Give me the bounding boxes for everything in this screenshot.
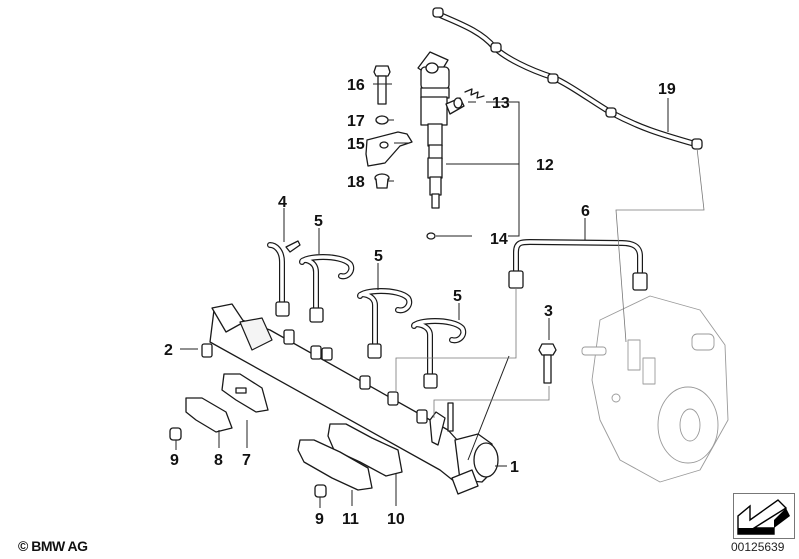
callout-12: 12 [536, 157, 554, 174]
callout-10: 10 [387, 511, 405, 528]
leader-lines [175, 83, 705, 508]
callout-9a: 9 [170, 452, 179, 469]
navigate-back-button[interactable] [733, 493, 795, 539]
callout-19: 19 [658, 81, 676, 98]
fuel-line[interactable] [357, 288, 413, 359]
reference-number: 00125639 [731, 540, 785, 554]
callout-5a: 5 [314, 213, 323, 230]
injector[interactable] [417, 51, 465, 209]
hex-bolt[interactable] [538, 343, 557, 384]
callout-2: 2 [164, 342, 173, 359]
line-holder[interactable] [327, 423, 403, 477]
arrow-down-left-icon [737, 499, 790, 535]
grommet[interactable] [314, 484, 327, 498]
fuel-line-cylinder-1[interactable] [267, 240, 301, 317]
callout-11: 11 [342, 511, 359, 528]
bolt[interactable] [373, 65, 391, 105]
callout-5b: 5 [374, 248, 383, 265]
claw-hole [379, 141, 389, 149]
callout-14: 14 [490, 231, 508, 248]
bush[interactable] [374, 173, 390, 189]
fuel-line[interactable] [299, 254, 355, 323]
grommet[interactable] [169, 427, 182, 441]
callout-5c: 5 [453, 288, 462, 305]
callout-4: 4 [278, 194, 287, 211]
callout-7: 7 [242, 452, 251, 469]
cap[interactable] [201, 343, 213, 358]
callout-13: 13 [492, 95, 510, 112]
seal-ring[interactable] [426, 232, 436, 240]
fuel-line[interactable] [411, 318, 467, 389]
high-pressure-rail[interactable] [209, 303, 499, 495]
callout-16: 16 [347, 77, 365, 94]
callout-9b: 9 [315, 511, 324, 528]
clip[interactable] [464, 88, 485, 99]
callout-8: 8 [214, 452, 223, 469]
clamping-claw[interactable] [365, 131, 413, 167]
callout-18: 18 [347, 174, 365, 191]
copyright-text: © BMW AG [18, 538, 88, 554]
callout-6: 6 [581, 203, 590, 220]
line-holder[interactable] [185, 397, 233, 433]
leak-oil-line[interactable] [432, 7, 703, 150]
line-holder[interactable] [221, 373, 269, 413]
line-holder[interactable] [297, 439, 373, 491]
washer[interactable] [375, 115, 389, 125]
callout-15: 15 [347, 136, 365, 153]
callout-labels: 1 2 3 4 5 5 5 6 7 8 9 9 10 11 12 13 14 1… [164, 77, 676, 528]
callout-17: 17 [347, 113, 365, 130]
high-pressure-pump [581, 295, 729, 483]
callout-1: 1 [510, 459, 519, 476]
high-pressure-line-pump[interactable] [508, 239, 648, 291]
callout-3: 3 [544, 303, 553, 320]
